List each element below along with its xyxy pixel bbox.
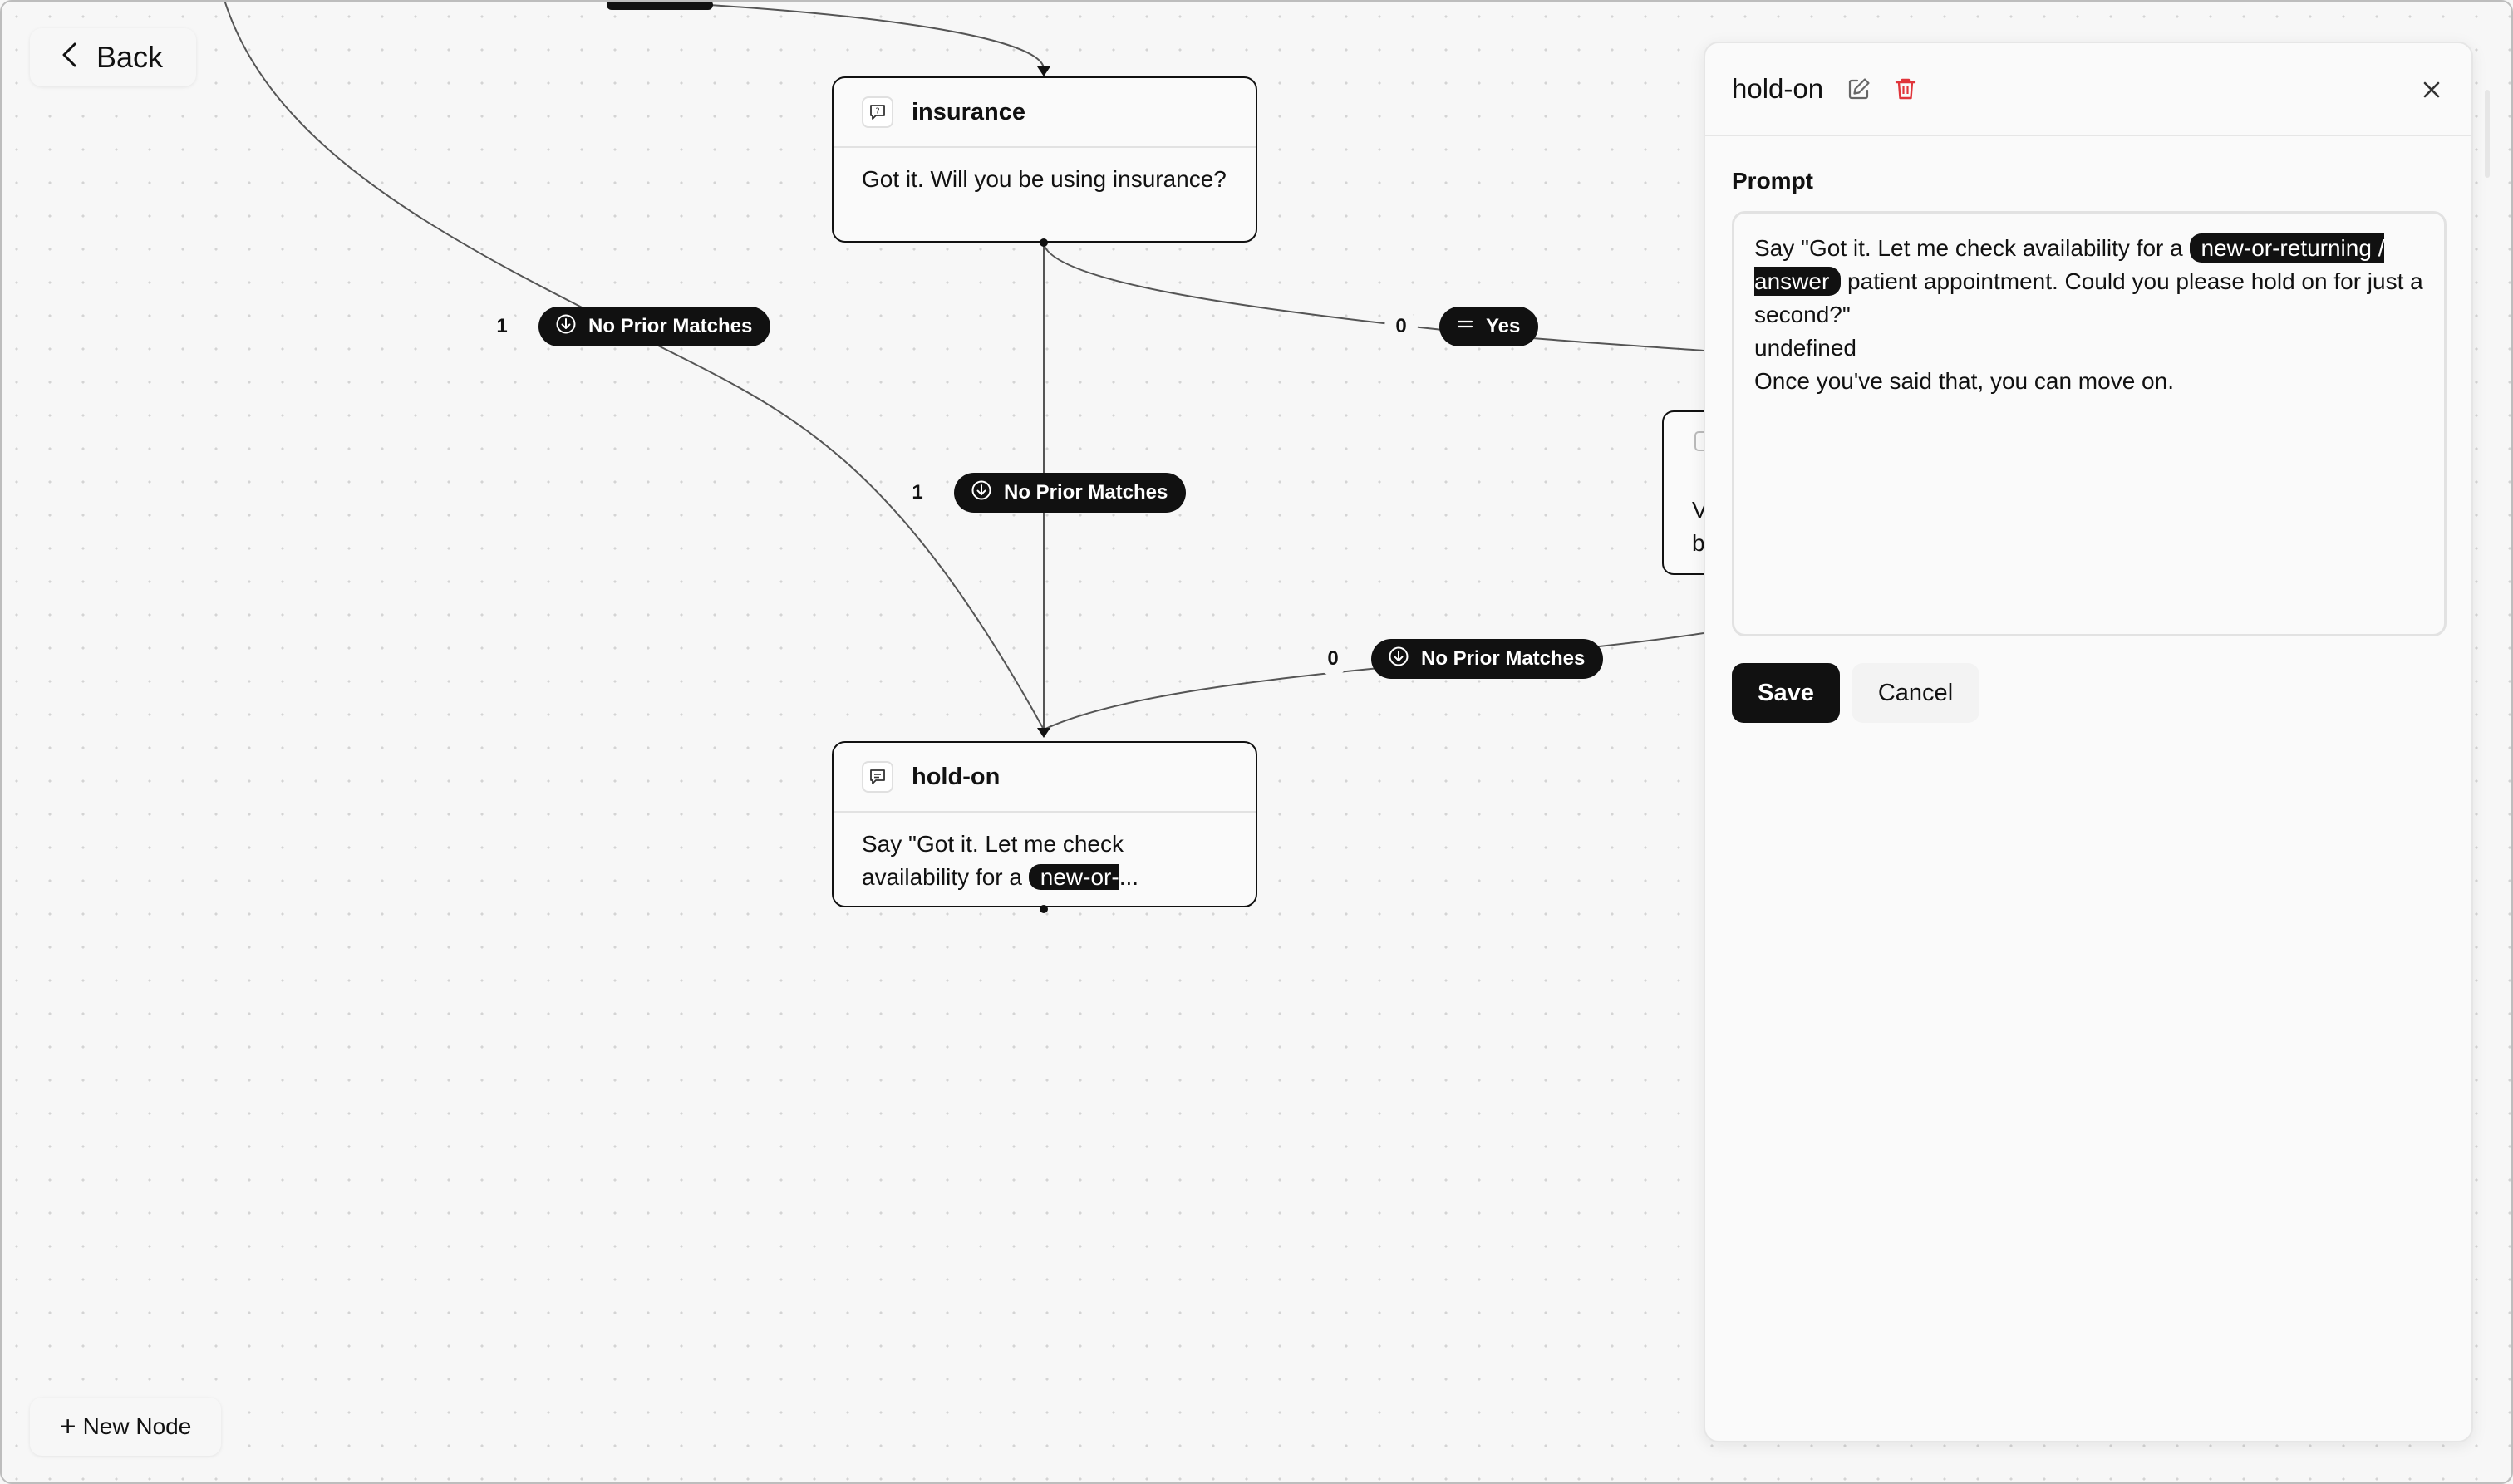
trash-icon[interactable]: [1891, 75, 1920, 103]
cancel-button[interactable]: Cancel: [1852, 663, 1979, 723]
prompt-text: patient appointment. Could you please ho…: [1754, 268, 2423, 327]
edge-label-yes[interactable]: Yes: [1439, 307, 1539, 346]
node-title: insurance: [912, 98, 1025, 125]
edge-count: 0: [1316, 642, 1350, 676]
ellipsis: ...: [1119, 864, 1139, 890]
edge-label-text: No Prior Matches: [588, 315, 753, 337]
panel-title: hold-on: [1732, 73, 1824, 104]
edge-count: 1: [485, 310, 519, 343]
node-body-partial-2: b: [1692, 530, 1705, 556]
panel-header: hold-on: [1705, 43, 2471, 136]
new-node-button[interactable]: + New Node: [30, 1398, 221, 1456]
equals-icon: [1456, 315, 1474, 339]
node-output-handle[interactable]: [1040, 238, 1048, 247]
back-button[interactable]: Back: [30, 28, 196, 86]
chevron-left-icon: [60, 40, 80, 75]
prompt-line-2: undefined: [1754, 335, 1857, 361]
arrow-down-circle-icon: [971, 479, 992, 507]
variable-pill: new-or-: [1028, 864, 1119, 890]
node-header: hold-on: [834, 743, 1256, 813]
node-output-handle[interactable]: [1040, 905, 1048, 913]
arrow-down-circle-icon: [555, 313, 577, 341]
plus-icon: +: [59, 1411, 76, 1442]
edge-count: 0: [1384, 310, 1418, 343]
new-node-label: New Node: [82, 1413, 192, 1439]
question-bubble-icon: ?: [862, 96, 893, 128]
arrow-down-circle-icon: [1388, 646, 1409, 673]
prompt-text: Say "Got it. Let me check availability f…: [1754, 235, 2190, 261]
edge-label-text: Yes: [1486, 315, 1521, 337]
node-body: Got it. Will you be using insurance?: [862, 166, 1227, 192]
back-label: Back: [96, 40, 164, 74]
edge-label-no-prior-matches[interactable]: No Prior Matches: [1371, 639, 1604, 679]
node-title: hold-on: [912, 763, 1001, 790]
prompt-editor[interactable]: Say "Got it. Let me check availability f…: [1732, 211, 2447, 636]
chat-bubble-icon: [862, 761, 893, 793]
node-body-text: Say "Got it. Let me check availability f…: [862, 831, 1124, 890]
prompt-line-3: Once you've said that, you can move on.: [1754, 368, 2174, 394]
edge-label-text: No Prior Matches: [1004, 481, 1168, 504]
edge-label-no-prior-matches[interactable]: No Prior Matches: [538, 307, 771, 346]
edit-icon[interactable]: [1845, 75, 1873, 103]
svg-text:?: ?: [875, 107, 879, 116]
edge-count: 1: [901, 476, 934, 509]
node-header: ? insurance: [834, 78, 1256, 148]
edge-label-no-prior-matches[interactable]: No Prior Matches: [954, 473, 1187, 513]
edge-label-text: No Prior Matches: [1421, 647, 1586, 670]
node-body: Say "Got it. Let me check availability f…: [834, 813, 1256, 894]
scrollbar[interactable]: [2485, 90, 2490, 178]
prompt-line-1: Say "Got it. Let me check availability f…: [1754, 232, 2424, 332]
node-hold-on[interactable]: hold-on Say "Got it. Let me check availa…: [832, 741, 1257, 907]
node-insurance[interactable]: ? insurance Got it. Will you be using in…: [832, 76, 1257, 243]
node-editor-panel: hold-on Prompt Say "Got it. Let me check…: [1704, 42, 2473, 1442]
prompt-label: Prompt: [1732, 168, 1813, 194]
close-icon[interactable]: [2417, 75, 2447, 105]
save-button[interactable]: Save: [1732, 663, 1840, 723]
